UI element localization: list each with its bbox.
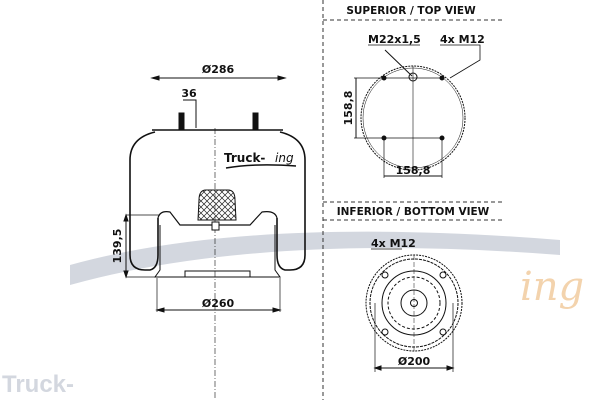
bottom-bolt-hole — [381, 271, 389, 279]
bellow-right — [276, 131, 306, 271]
watermark-swoosh — [70, 231, 560, 285]
left-stud — [178, 112, 185, 131]
top-diameter-arrows — [150, 75, 287, 81]
watermark-brand-main: Truck- — [2, 371, 74, 398]
center-thread-label: M22x1,5 — [368, 33, 421, 46]
bottom-bolt-hole — [439, 328, 447, 336]
dividers — [322, 0, 505, 400]
logo-underline — [225, 164, 297, 169]
bottom-view: INFERIOR / BOTTOM VIEW 4x M12 Ø200 — [337, 206, 490, 372]
height-label: 139,5 — [111, 229, 124, 264]
height-arrows — [123, 213, 129, 279]
brand-logo: Truck- ing — [224, 151, 297, 169]
stud-height-leader — [183, 99, 197, 128]
piston-body — [154, 225, 281, 278]
top-view-title: SUPERIOR / TOP VIEW — [346, 5, 476, 17]
center-bolt — [211, 221, 220, 231]
logo-script: ing — [275, 151, 294, 165]
top-horizontal-spacing-label: 158,8 — [396, 164, 431, 177]
bottom-diameter-label: Ø260 — [202, 297, 235, 310]
top-bolts-label: 4x M12 — [440, 33, 485, 46]
top-bolts-leader — [440, 44, 481, 79]
bottom-diameter-label: Ø200 — [398, 355, 431, 368]
top-view: SUPERIOR / TOP VIEW M22x1,5 4x M12 158,8… — [342, 5, 485, 178]
piston-base-step — [184, 270, 251, 277]
top-vertical-spacing-label: 158,8 — [342, 91, 355, 126]
bellow-left — [129, 131, 159, 271]
stud-height-label: 36 — [181, 87, 197, 100]
top-diameter-label: Ø286 — [202, 63, 235, 76]
watermark-brand-script: ing — [520, 264, 584, 310]
logo-main: Truck- — [224, 151, 265, 165]
center-thread-hole — [408, 72, 418, 82]
bottom-dim-arrows — [373, 365, 455, 371]
bottom-bolts-label: 4x M12 — [371, 237, 416, 250]
bottom-diameter-arrows — [155, 307, 282, 313]
side-view: Ø286 36 139,5 Ø260 — [111, 63, 306, 400]
bump-stop — [197, 189, 237, 221]
bottom-bolt-hole — [439, 271, 447, 279]
bottom-bolt-hole — [381, 328, 389, 336]
right-stud — [252, 112, 259, 131]
bottom-view-title: INFERIOR / BOTTOM VIEW — [337, 206, 490, 218]
center-thread-leader — [384, 49, 413, 77]
watermark: Truck- ing — [2, 231, 584, 398]
